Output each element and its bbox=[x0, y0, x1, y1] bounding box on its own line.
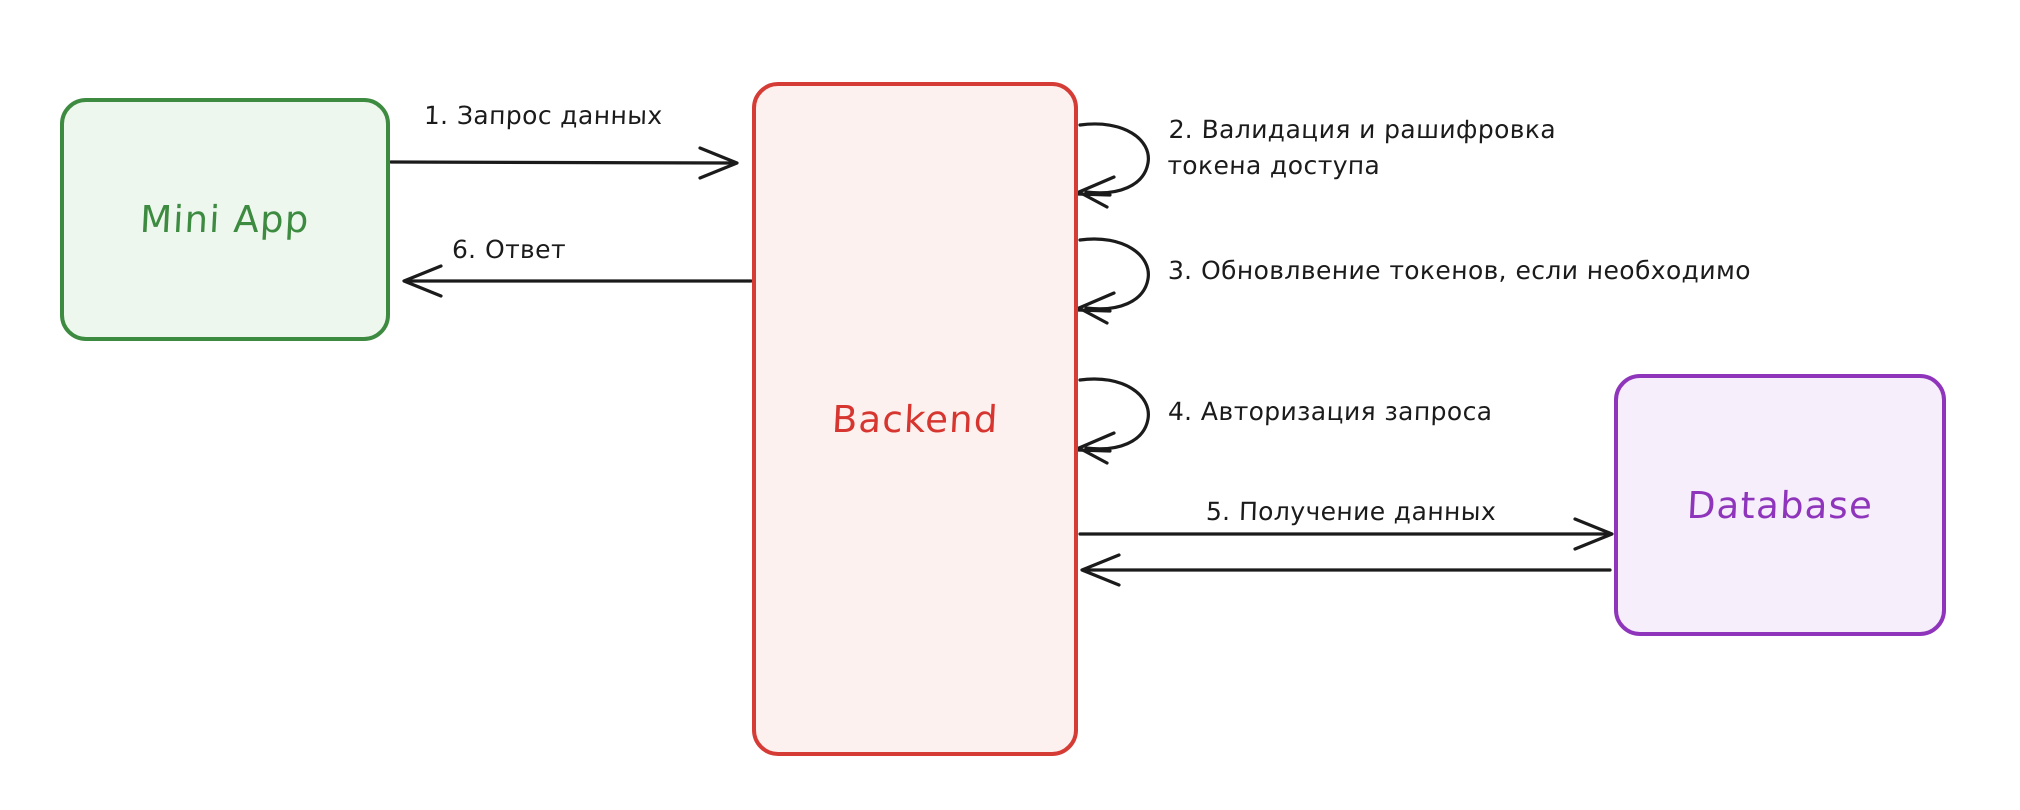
edge-label-2: 2. Валидация и рашифровка токена доступа bbox=[1166, 115, 1557, 180]
edge-label-1: 1. Запрос данных bbox=[423, 101, 664, 130]
edge-label-4: 4. Авторизация запроса bbox=[1167, 397, 1493, 426]
node-backend-label: Backend bbox=[830, 397, 1000, 441]
node-mini-app-label: Mini App bbox=[139, 198, 311, 241]
edge-4-self-loop-arrow bbox=[1076, 377, 1150, 465]
edge-label-3: 3. Обновлвение токенов, если необходимо bbox=[1167, 256, 1752, 285]
edge-2-self-loop-arrow bbox=[1076, 122, 1150, 209]
node-backend[interactable]: Backend bbox=[752, 82, 1078, 756]
edge-5b-arrow bbox=[1080, 553, 1612, 587]
edge-1-arrow bbox=[389, 146, 739, 180]
edge-3-self-loop-arrow bbox=[1076, 237, 1150, 325]
edge-label-5: 5. Получение данных bbox=[1205, 497, 1497, 526]
node-mini-app[interactable]: Mini App bbox=[60, 98, 390, 341]
node-database[interactable]: Database bbox=[1614, 374, 1946, 636]
node-database-label: Database bbox=[1685, 483, 1875, 527]
edge-label-6: 6. Ответ bbox=[451, 235, 567, 264]
edge-6-arrow bbox=[402, 264, 753, 298]
